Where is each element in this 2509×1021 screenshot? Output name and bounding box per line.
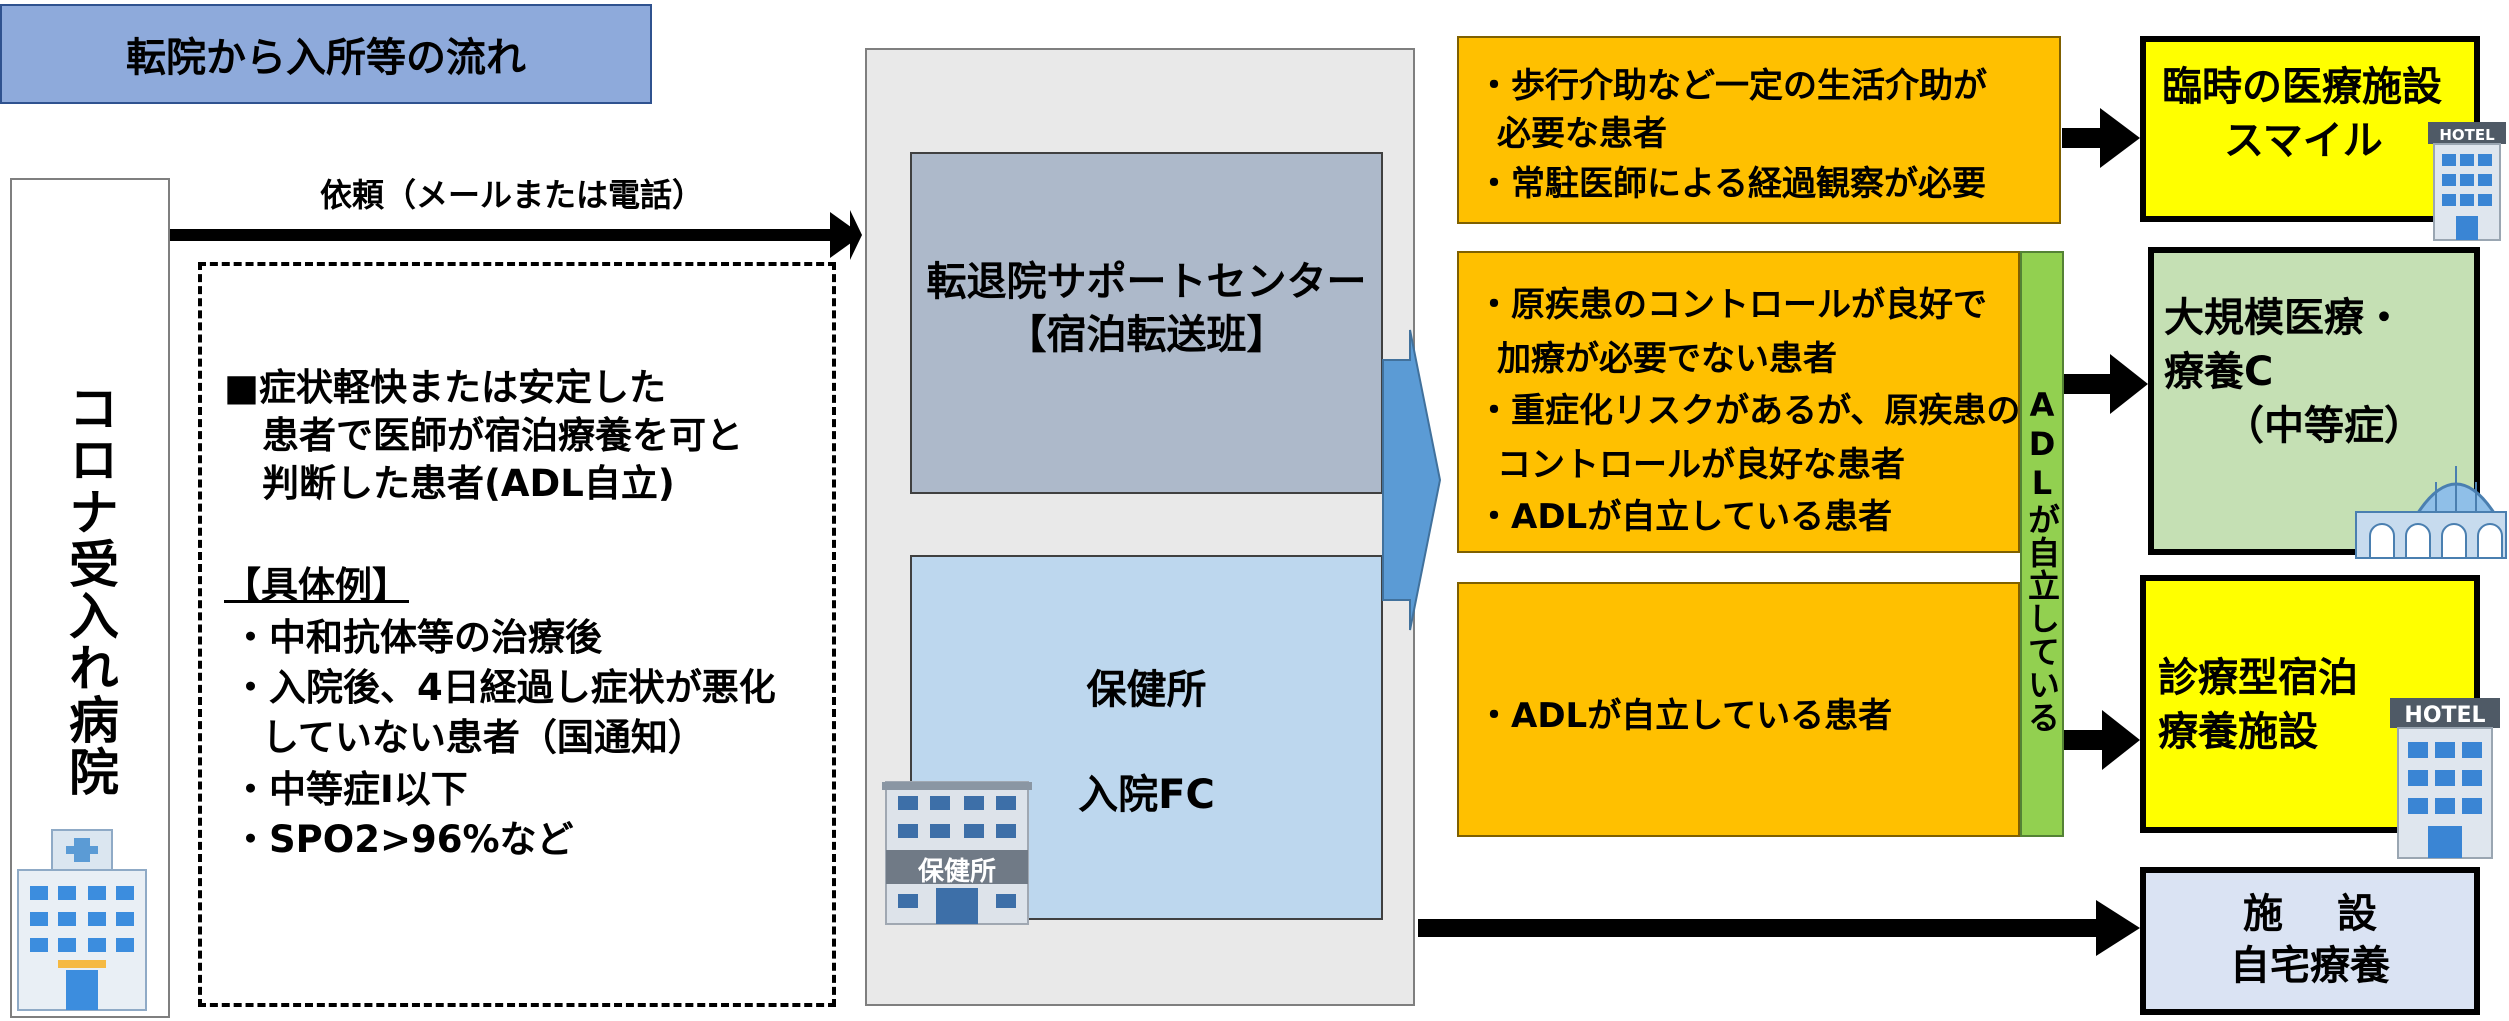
request-arrow — [170, 210, 862, 260]
destination-facility-home: 施 設 自宅療養 — [2140, 867, 2480, 1015]
hokenjo-box: 保健所 入院FC — [910, 555, 1383, 920]
adl-label: ADLが自立している — [2023, 386, 2061, 734]
condition-line: ・ADLが自立している患者 — [1477, 696, 1893, 736]
arrow-to-dest4 — [1418, 900, 2140, 956]
condition-line: ・歩行介助など一定の生活介助が — [1477, 66, 1987, 106]
criteria-box: ■症状軽快または安定した 患者で医師が宿泊療養を可と 判断した患者(ADL自立)… — [198, 262, 836, 1007]
criteria-line: していない患者（国通知） — [262, 716, 705, 759]
criteria-line: ・中等症Ⅰ以下 — [232, 768, 468, 811]
destination-clinic-hotel: 診療型宿泊 療養施設 — [2140, 575, 2480, 833]
destination-line: 診療型宿泊 — [2158, 655, 2358, 701]
arrow-to-dest2 — [2064, 354, 2148, 414]
destination-line: 臨時の医療施設 — [2162, 64, 2442, 110]
criteria-line: 患者で医師が宿泊療養を可と — [262, 414, 743, 457]
support-center-subtitle: 【宿泊転送班】 — [1006, 312, 1287, 358]
destination-temporary-medical: 臨時の医療施設 スマイル — [2140, 36, 2480, 222]
arrow-to-dest1 — [2062, 108, 2140, 168]
support-center-box: 転退院サポートセンター 【宿泊転送班】 — [910, 152, 1383, 494]
destination-line: 療養施設 — [2158, 709, 2318, 755]
condition-line: ・原疾患のコントロールが良好で — [1477, 285, 1987, 325]
condition-line: 必要な患者 — [1497, 114, 1667, 154]
criteria-line: 判断した患者(ADL自立) — [262, 462, 675, 505]
condition-box-2: ・原疾患のコントロールが良好で 加療が必要でない患者 ・重症化リスクがあるが、原… — [1457, 251, 2020, 553]
destination-line: 施 設 — [2243, 891, 2377, 937]
condition-line: コントロールが良好な患者 — [1497, 445, 1905, 485]
destination-line: （中等症） — [2224, 403, 2424, 449]
hokenjo-label: 保健所 — [1086, 667, 1207, 713]
destination-line: スマイル — [2224, 118, 2383, 164]
destination-line: 大規模医療・ — [2164, 295, 2404, 341]
destination-line: 自宅療養 — [2230, 943, 2390, 989]
criteria-example-heading: 【具体例】 — [224, 564, 409, 607]
criteria-line: ・SPO2>96%など — [232, 818, 574, 861]
condition-line: ・重症化リスクがあるが、原疾患の — [1477, 391, 2021, 431]
condition-line: ・常駐医師による経過観察が必要 — [1477, 164, 1986, 204]
condition-line: 加療が必要でない患者 — [1497, 339, 1837, 379]
criteria-line: ・入院後、4日経過し症状が悪化 — [232, 666, 776, 709]
criteria-line: ■症状軽快または安定した — [224, 366, 666, 409]
arrow-to-dest3 — [2064, 710, 2140, 770]
request-label: 依頼（メールまたは電話） — [320, 176, 705, 214]
condition-box-3: ・ADLが自立している患者 — [1457, 582, 2020, 837]
condition-line: ・ADLが自立している患者 — [1477, 497, 1893, 537]
inpatient-fc-label: 入院FC — [1078, 772, 1215, 818]
criteria-line: ・中和抗体等の治療後 — [232, 616, 602, 659]
support-center-title: 転退院サポートセンター — [926, 259, 1367, 305]
hospital-label: コロナ受入れ病院 — [61, 382, 119, 798]
adl-bar — [2020, 251, 2064, 837]
condition-box-1: ・歩行介助など一定の生活介助が 必要な患者 ・常駐医師による経過観察が必要 — [1457, 36, 2061, 224]
destination-line: 療養C — [2164, 349, 2274, 395]
destination-large-scale: 大規模医療・ 療養C （中等症） — [2148, 247, 2480, 555]
page-title: 転院から入所等の流れ — [0, 4, 652, 104]
